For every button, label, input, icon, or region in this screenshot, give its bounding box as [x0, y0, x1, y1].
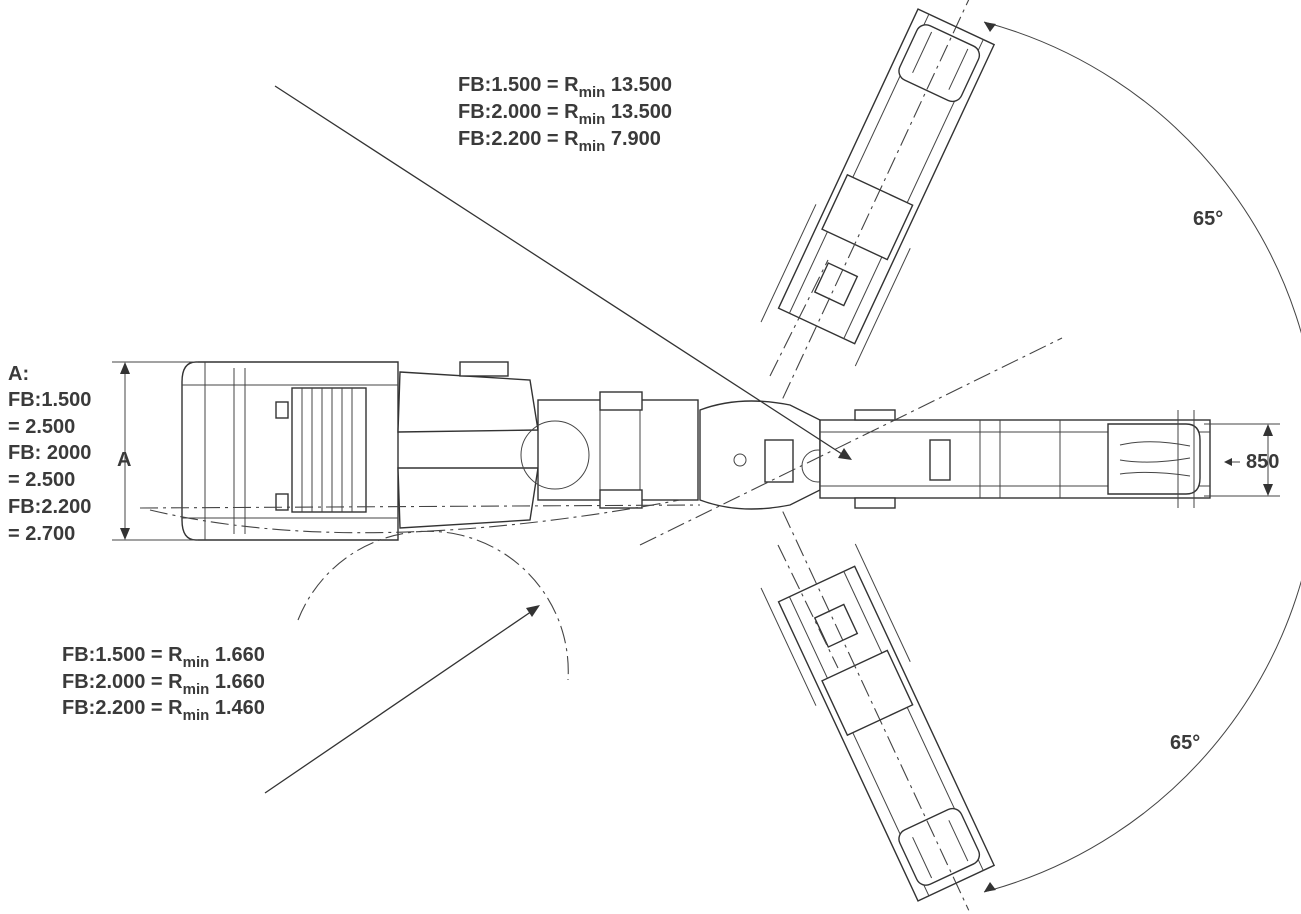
svg-text:= 2.700: = 2.700 — [8, 523, 75, 545]
swing-arc — [983, 21, 1301, 893]
arrowhead-bottom — [984, 882, 996, 892]
track-width-label: 850 — [1246, 451, 1279, 473]
dimension-a-label: A — [117, 449, 131, 471]
boom-rotated-down — [760, 511, 996, 911]
outer-radius-arrowhead — [838, 448, 852, 460]
inner-radius-leader — [264, 606, 539, 794]
svg-text:FB:2.200: FB:2.200 — [8, 496, 91, 518]
angle-top-label: 65° — [1193, 208, 1223, 230]
center-line-up — [639, 337, 1063, 546]
svg-text:FB:2.000 = Rmin 13.500: FB:2.000 = Rmin 13.500 — [458, 101, 672, 128]
center-line-vertical-bottom — [777, 544, 839, 669]
arrowhead-top — [984, 22, 996, 32]
boom-rotated-up — [760, 0, 996, 399]
svg-text:FB:1.500: FB:1.500 — [8, 389, 91, 411]
inner-turning-arc — [297, 530, 569, 681]
svg-text:= 2.500: = 2.500 — [8, 416, 75, 438]
svg-text:A:: A: — [8, 363, 29, 385]
svg-text:FB:2.200 = Rmin 7.900: FB:2.200 = Rmin 7.900 — [458, 128, 661, 155]
center-line-vertical-top — [769, 259, 829, 377]
svg-text:= 2.500: = 2.500 — [8, 469, 75, 491]
engine-grille — [275, 387, 367, 513]
svg-text:FB:1.500 = Rmin 1.660: FB:1.500 = Rmin 1.660 — [62, 644, 265, 671]
inner-radius-labels: FB:1.500 = Rmin 1.660 FB:2.000 = Rmin 1.… — [62, 644, 265, 724]
outer-radius-leader — [274, 85, 846, 457]
rear-sweep-arc — [149, 499, 681, 534]
svg-text:FB:2.000 = Rmin 1.660: FB:2.000 = Rmin 1.660 — [62, 671, 265, 698]
svg-text:FB:1.500 = Rmin 13.500: FB:1.500 = Rmin 13.500 — [458, 74, 672, 101]
angle-bottom-label: 65° — [1170, 732, 1200, 754]
svg-text:FB: 2000: FB: 2000 — [8, 442, 91, 464]
outer-radius-labels: FB:1.500 = Rmin 13.500 FB:2.000 = Rmin 1… — [458, 74, 672, 155]
svg-text:FB:2.200 = Rmin 1.460: FB:2.200 = Rmin 1.460 — [62, 697, 265, 724]
center-line-rear — [139, 504, 701, 509]
machine-body — [181, 361, 1211, 541]
width-a-table: A: FB:1.500 = 2.500 FB: 2000 = 2.500 FB:… — [8, 363, 91, 545]
inner-radius-arrowhead — [526, 605, 540, 617]
